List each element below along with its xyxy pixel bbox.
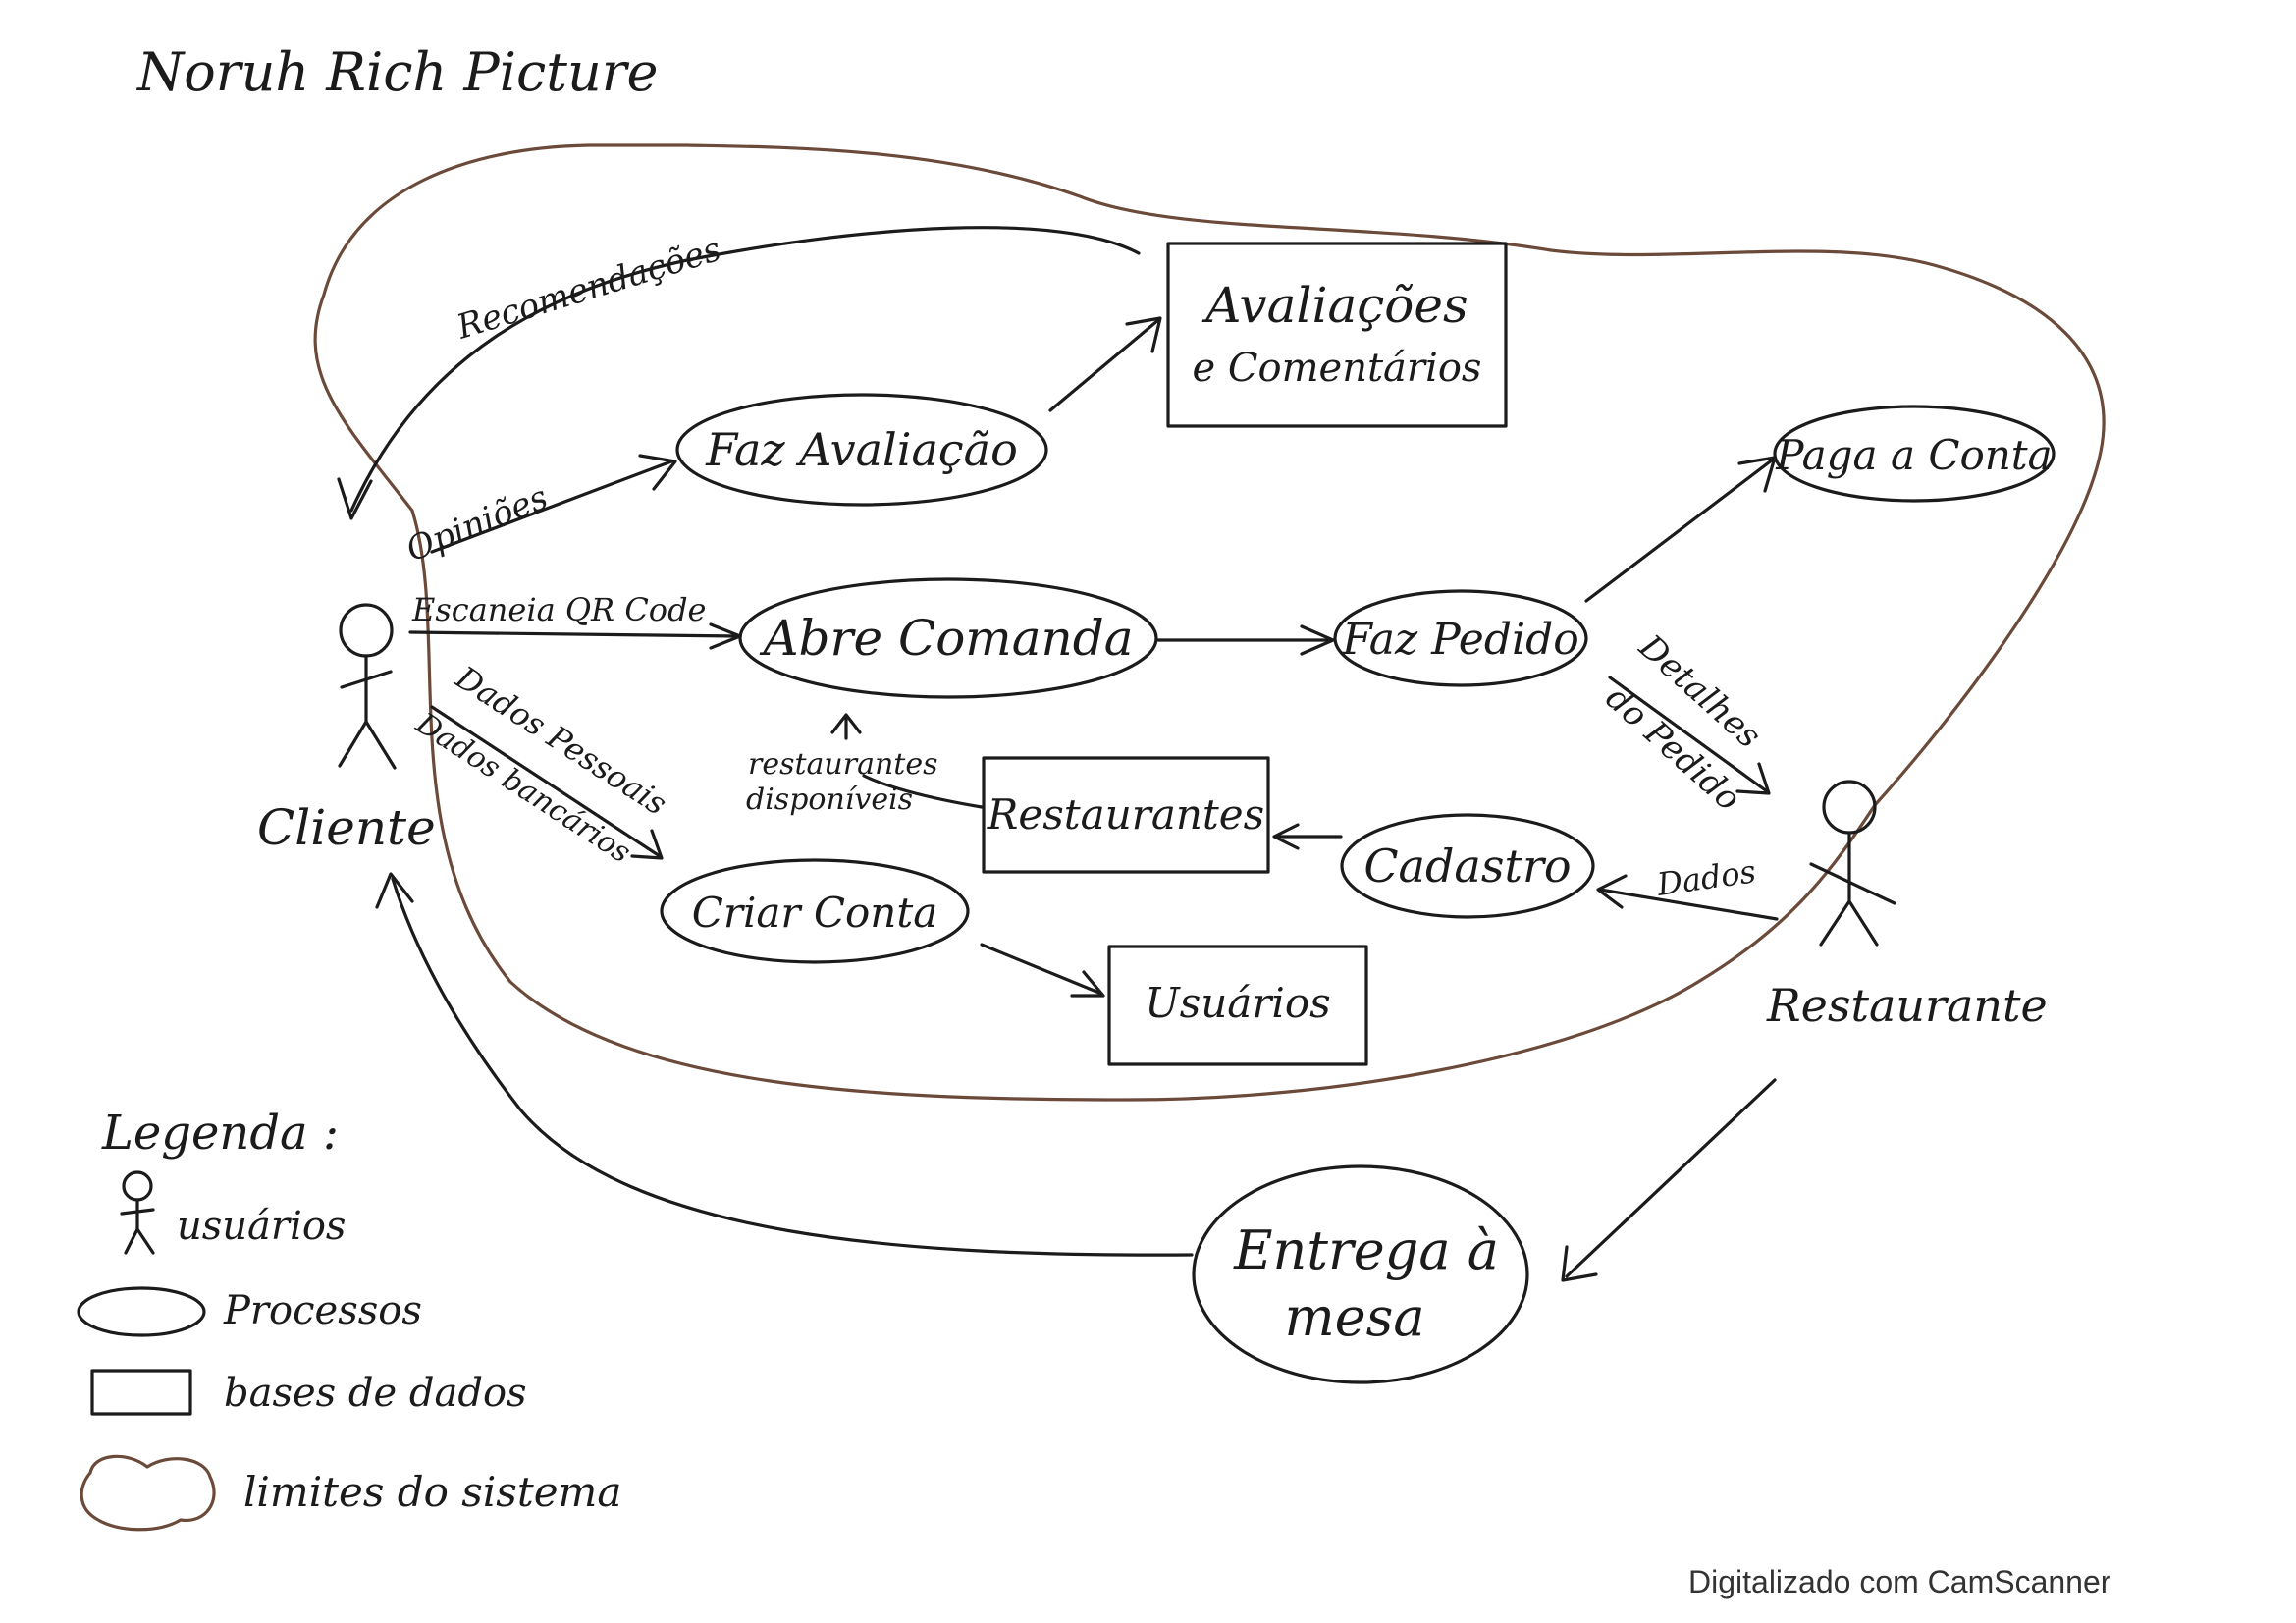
- escaneia-arrow: [408, 630, 740, 638]
- process-faz-avaliacao-label: Faz Avaliação: [705, 423, 1018, 476]
- process-abre-comanda: [738, 577, 1158, 699]
- restaurante-actor: [1809, 780, 1896, 947]
- restaurante-to-entrega-arrowhead: [1561, 1245, 1598, 1282]
- process-criar-conta: [660, 858, 970, 964]
- legend-limites: limites do sistema: [243, 1468, 621, 1516]
- legend-processos: Processos: [223, 1288, 422, 1333]
- entrega-to-cliente-arrow: [391, 877, 1194, 1257]
- disponiveis-arrowhead: [830, 713, 862, 734]
- system-boundary: [313, 143, 2106, 1102]
- db-avaliacoes-line1: Avaliações: [1201, 277, 1468, 334]
- cliente-label: Cliente: [257, 799, 436, 856]
- criar-to-usuarios-arrow: [980, 943, 1103, 996]
- dados-pessoais-arrow: [430, 705, 662, 858]
- opinioes-label: Opiniões: [400, 478, 553, 570]
- disponiveis-line2: disponíveis: [746, 783, 913, 817]
- dados-label: Dados: [1654, 852, 1758, 903]
- legend-usuarios: usuários: [177, 1204, 346, 1249]
- dados-arrow: [1598, 888, 1779, 921]
- recomendacoes-arrow: [349, 226, 1141, 513]
- process-paga-conta-label: Paga a Conta: [1775, 431, 2052, 479]
- process-faz-pedido-label: Faz Pedido: [1341, 615, 1579, 665]
- process-faz-pedido: [1333, 589, 1588, 687]
- detalhes-arrow: [1608, 676, 1769, 793]
- db-usuarios-label: Usuários: [1145, 979, 1330, 1027]
- recomendacoes-label: Recomendações: [452, 230, 725, 348]
- db-avaliacoes-line2: e Comentários: [1193, 346, 1482, 391]
- cliente-actor: [338, 603, 397, 770]
- process-entrega-line1: Entrega à: [1233, 1219, 1499, 1281]
- process-entrega-line2: mesa: [1284, 1286, 1424, 1348]
- legend-database-icon: [90, 1369, 192, 1416]
- escaneia-label: Escaneia QR Code: [411, 591, 706, 628]
- avaliacao-to-db-arrow: [1048, 318, 1160, 412]
- db-avaliacoes: [1166, 242, 1508, 428]
- dados-arrowhead: [1596, 874, 1628, 909]
- disponiveis-line1: restaurantes: [748, 747, 938, 782]
- entrega-to-cliente-arrowhead: [375, 872, 414, 909]
- dados-pessoais-arrowhead: [630, 829, 664, 860]
- avaliacao-to-db-arrowhead: [1125, 316, 1162, 353]
- scanner-watermark: Digitalizado com CamScanner: [1688, 1564, 2111, 1599]
- cadastro-to-db-arrowhead: [1272, 823, 1300, 850]
- criar-to-usuarios-arrowhead: [1070, 970, 1105, 998]
- process-abre-comanda-label: Abre Comanda: [759, 610, 1133, 667]
- legend-bases: bases de dados: [224, 1371, 527, 1416]
- legend-user-icon: [120, 1170, 155, 1255]
- process-entrega-mesa: [1192, 1164, 1529, 1384]
- restaurante-label: Restaurante: [1766, 979, 2048, 1032]
- detalhes-arrowhead: [1735, 762, 1771, 795]
- process-cadastro-label: Cadastro: [1363, 839, 1571, 893]
- restaurante-to-entrega-arrow: [1565, 1078, 1777, 1278]
- legend-boundary-icon: [80, 1454, 216, 1532]
- process-paga-conta: [1773, 405, 2056, 503]
- legend: Legenda : usuários Processos bases de da…: [77, 1106, 621, 1532]
- legend-heading: Legenda :: [101, 1106, 339, 1161]
- comanda-to-pedido-arrowhead: [1300, 624, 1335, 656]
- opinioes-arrowhead: [638, 454, 677, 491]
- disponiveis-line: [862, 774, 984, 809]
- process-cadastro: [1340, 813, 1595, 919]
- opinioes-arrow: [430, 460, 673, 554]
- db-restaurantes-label: Restaurantes: [987, 790, 1264, 839]
- db-restaurantes: [982, 756, 1270, 874]
- db-usuarios: [1107, 945, 1368, 1066]
- escaneia-arrowhead: [709, 622, 742, 650]
- legend-process-icon: [77, 1286, 206, 1337]
- pedido-to-conta-arrowhead: [1737, 456, 1777, 493]
- recomendacoes-arrowhead: [337, 477, 373, 520]
- process-faz-avaliacao: [675, 393, 1048, 507]
- process-criar-conta-label: Criar Conta: [692, 889, 938, 937]
- pedido-to-conta-arrow: [1584, 458, 1775, 603]
- diagram-title: Noruh Rich Picture: [135, 41, 659, 103]
